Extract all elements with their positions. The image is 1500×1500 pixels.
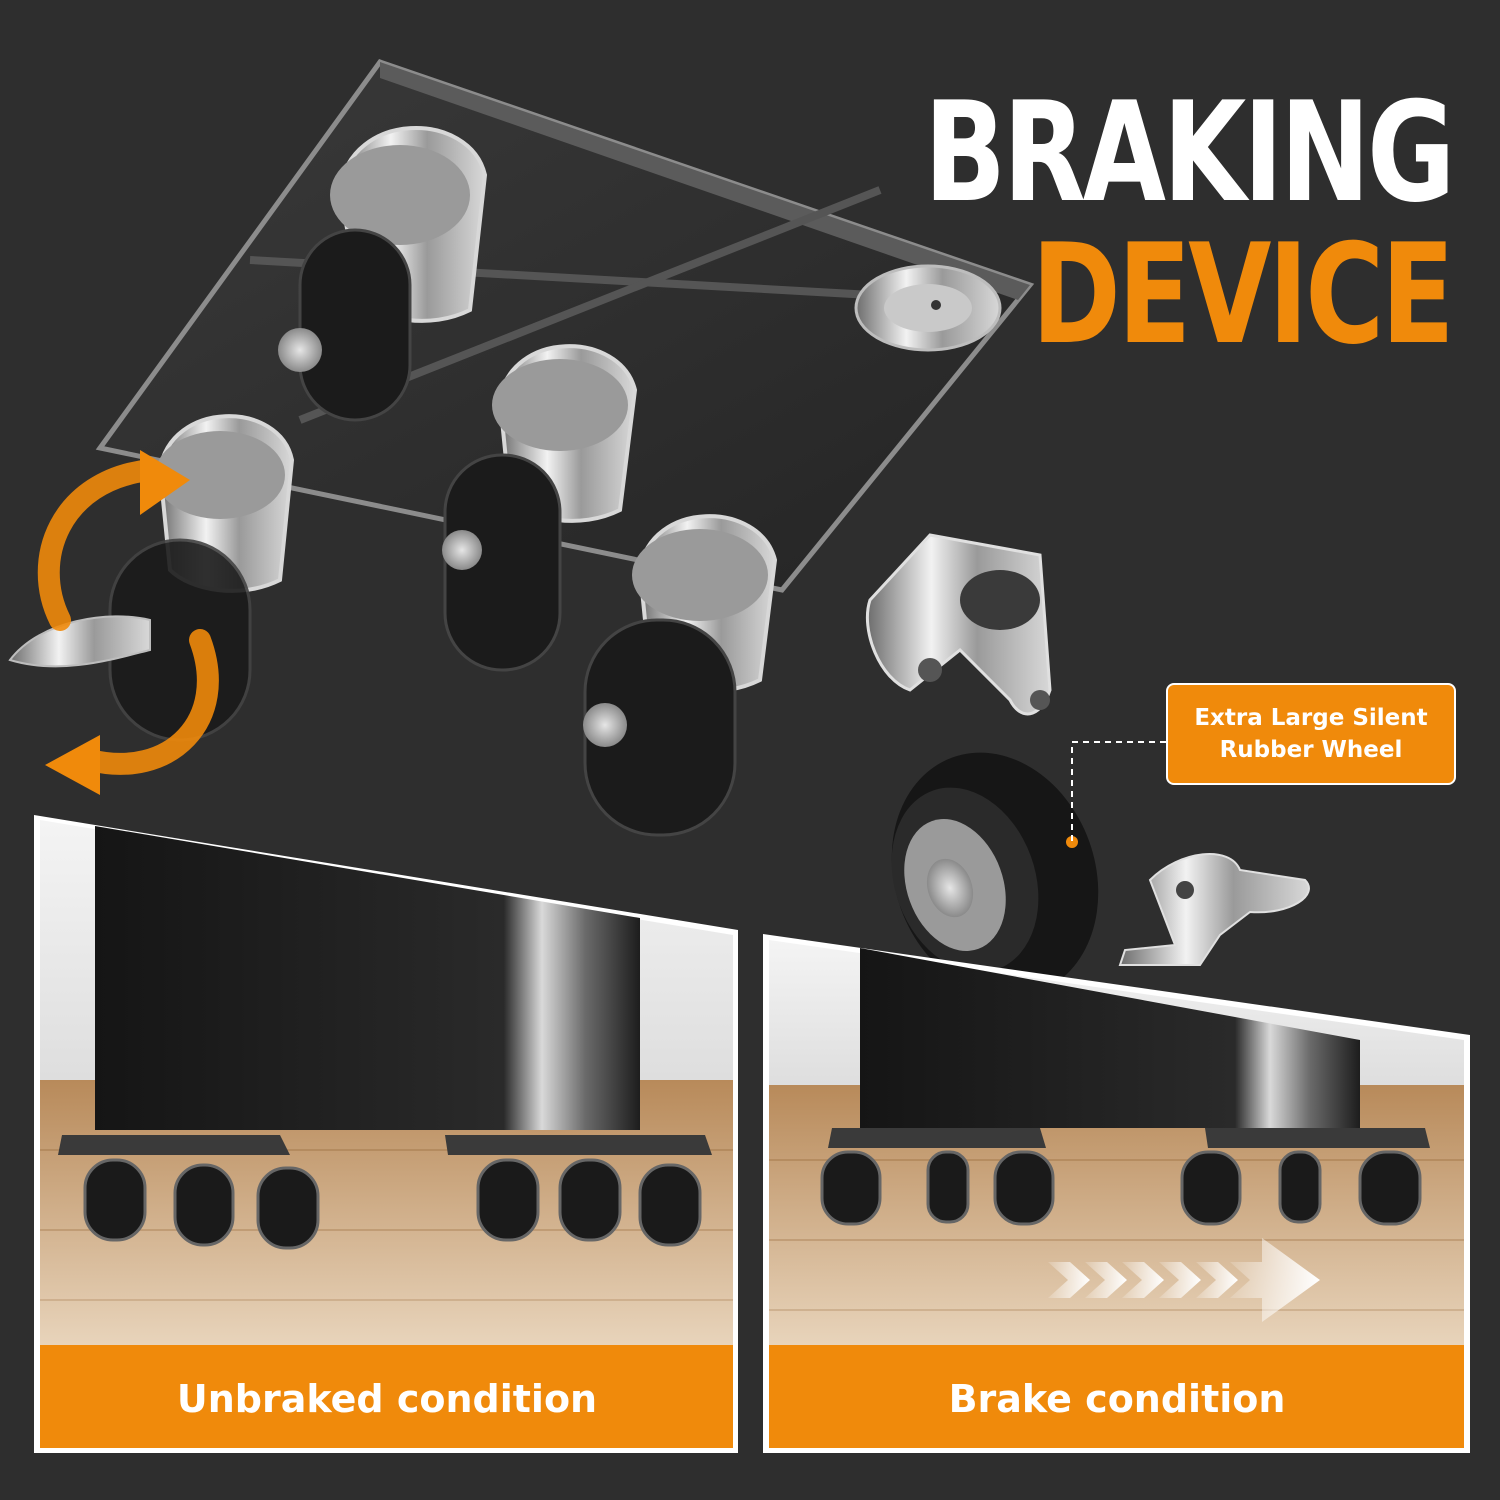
callout-leader [1071, 741, 1166, 842]
brake-panel [763, 934, 1470, 1453]
headline-device: DEVICE [1031, 214, 1455, 375]
unbraked-label: Unbraked condition [176, 1377, 598, 1421]
rotate-arrows-icon [37, 450, 219, 795]
caster-fork-part [865, 533, 1052, 716]
brake-pedal-part [1118, 853, 1310, 966]
callout-line-1: Extra Large Silent [1194, 705, 1428, 731]
caster-wheel [442, 344, 638, 672]
caster-wheel [583, 514, 778, 837]
headline-braking: BRAKING [923, 72, 1455, 233]
brake-label: Brake condition [948, 1377, 1286, 1421]
caster-wheel [278, 125, 488, 422]
mount-disc [854, 264, 1002, 352]
chevron-arrow-right-icon [1048, 1238, 1320, 1322]
wheel-callout: Extra Large Silent Rubber Wheel [1166, 683, 1456, 785]
callout-line-2: Rubber Wheel [1219, 737, 1403, 763]
rubber-wheel-part [891, 752, 1099, 998]
unbraked-panel [34, 815, 738, 1453]
